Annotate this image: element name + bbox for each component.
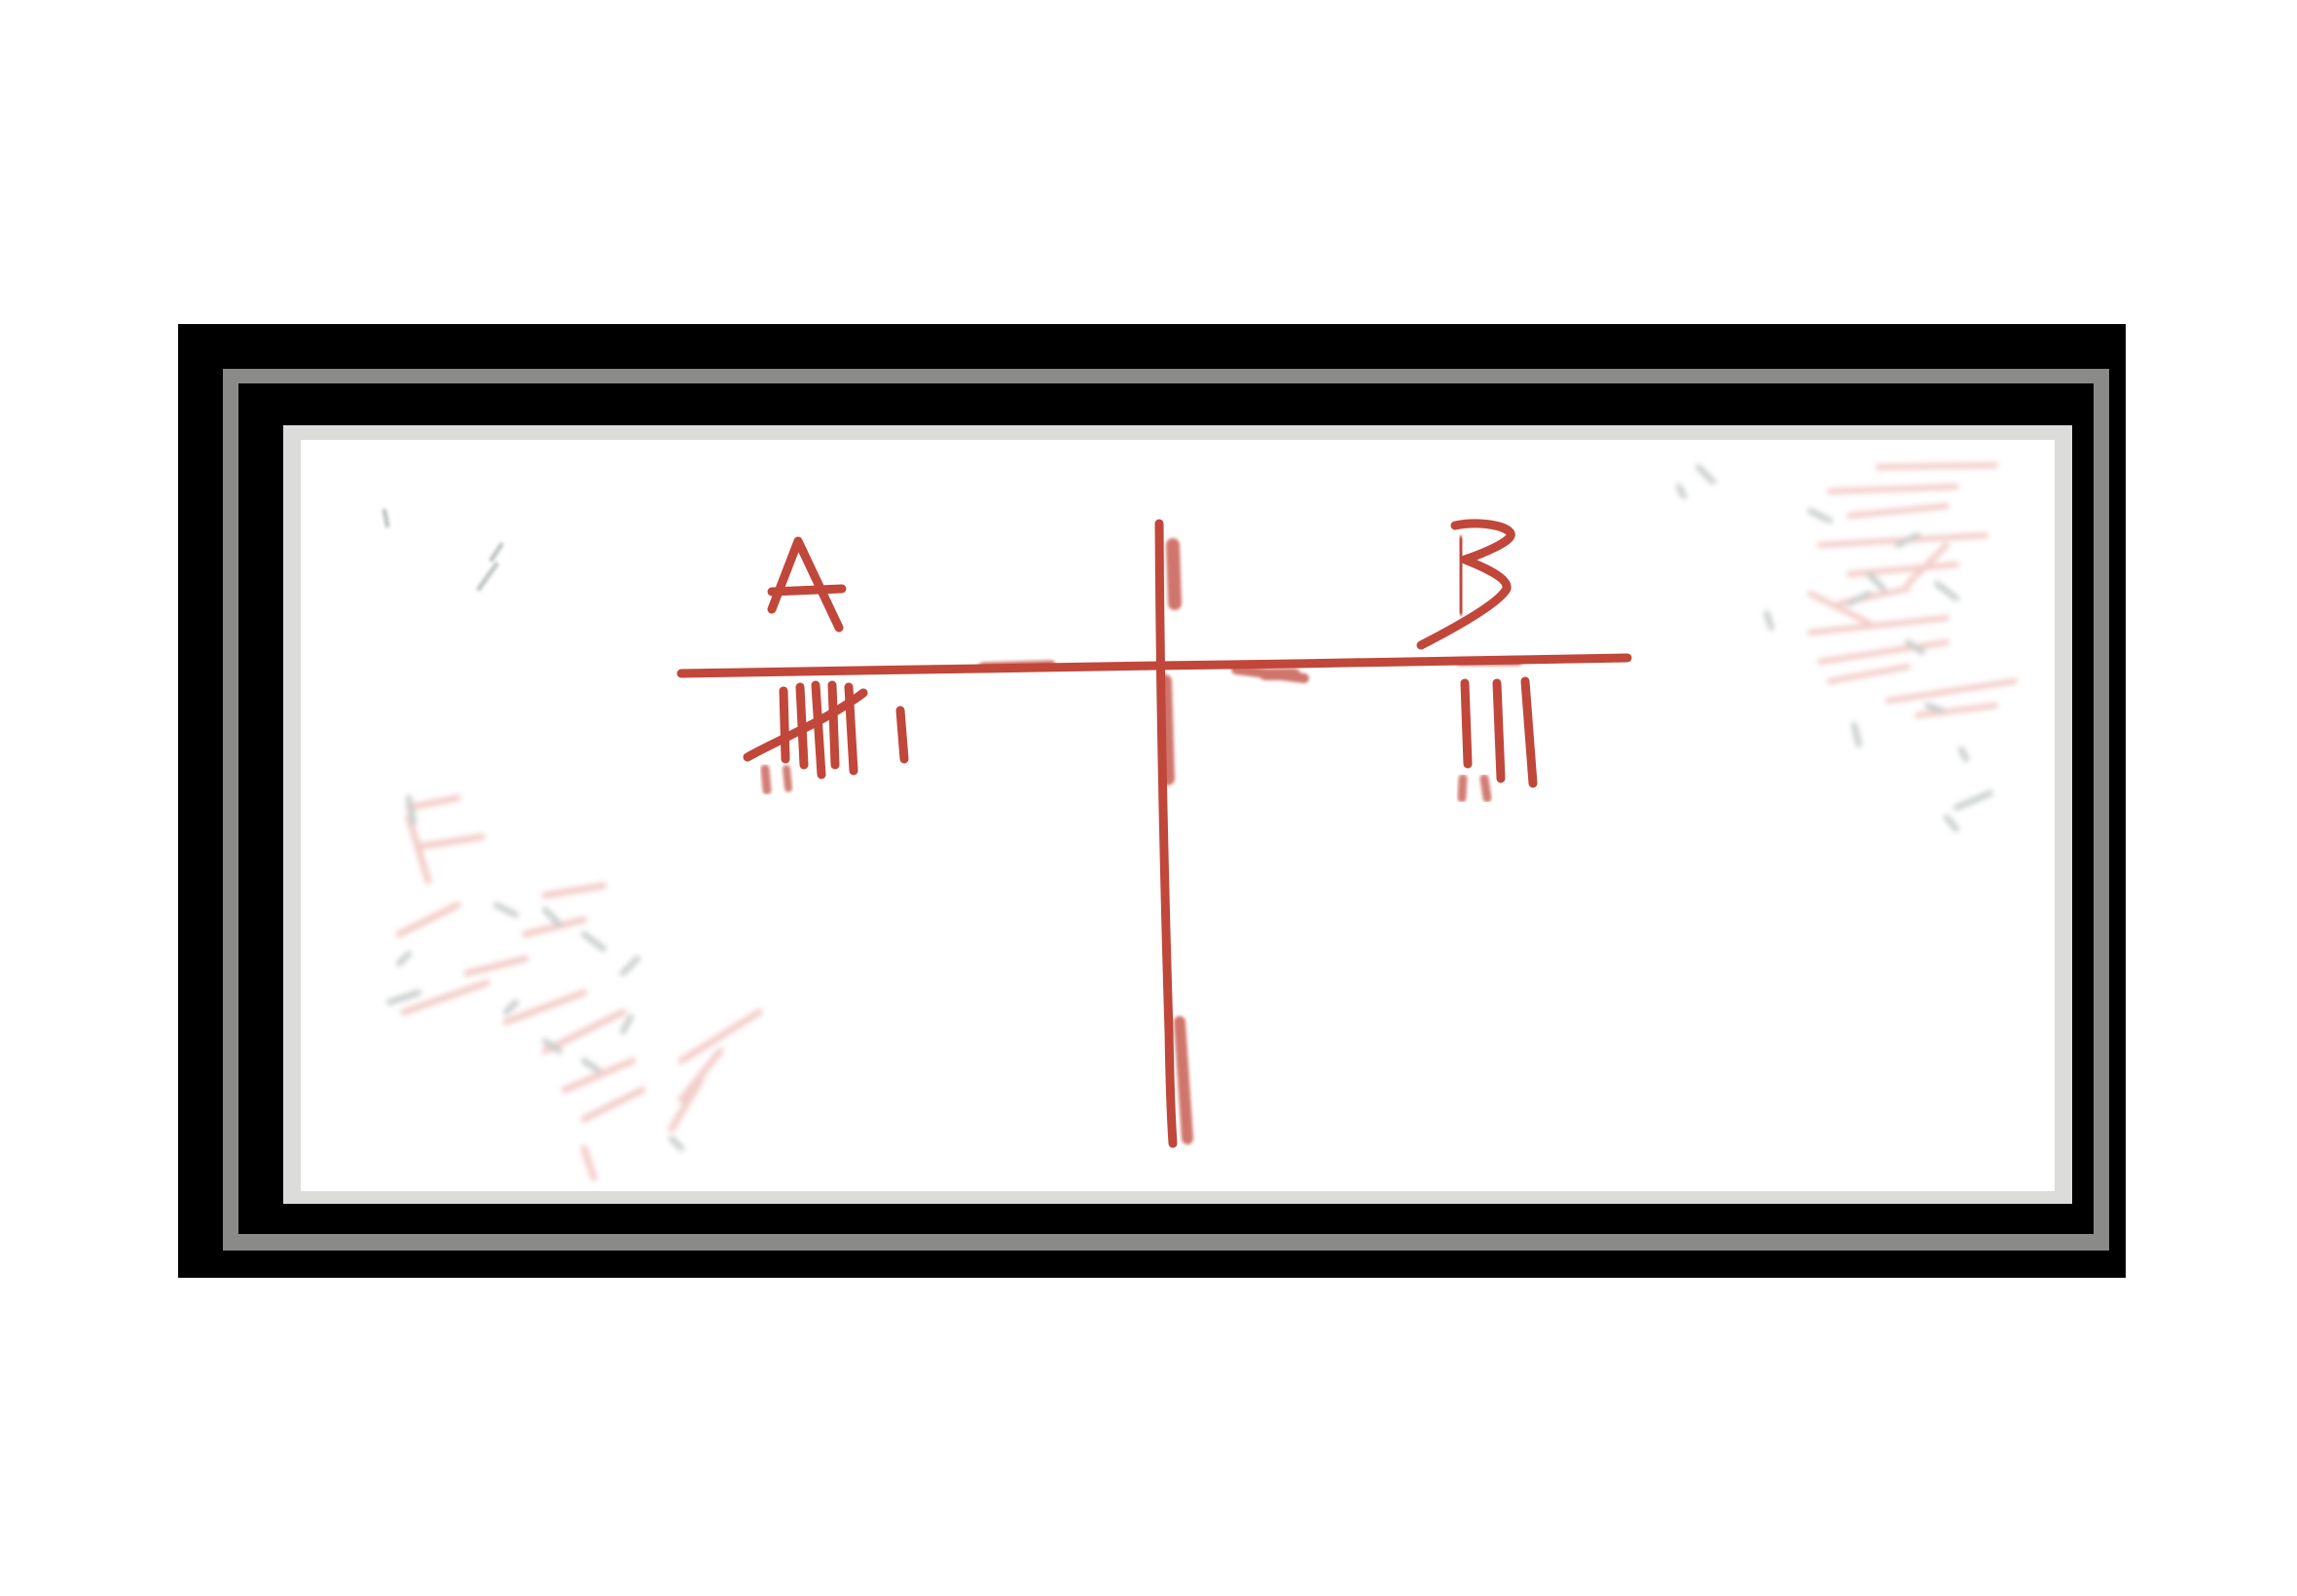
erased-smudge-lower-left (386, 794, 763, 1181)
tally-marks-b (1457, 676, 1538, 803)
heading-a: A (767, 536, 847, 633)
tally-a-1 (779, 686, 790, 764)
tally-a-3 (811, 680, 826, 780)
heading-b-text: B (1479, 583, 1480, 585)
tally-b-1 (1460, 678, 1473, 769)
t-chart: A B (676, 519, 1632, 1148)
erased-smudge-upper-left (382, 508, 504, 592)
heading-a-text: A (803, 582, 804, 585)
t-chart-vertical-line (1154, 519, 1178, 1148)
tally-a-6 (895, 706, 909, 764)
tally-b-3 (1520, 676, 1538, 788)
tally-b-2 (1492, 678, 1506, 783)
tally-marks-a (743, 680, 909, 795)
ink-smears (978, 538, 1522, 1144)
tally-a-4 (827, 680, 840, 770)
erased-smudge-upper-right (1676, 462, 2018, 832)
heading-b: B (1416, 519, 1515, 650)
tally-a-5 (844, 682, 858, 776)
